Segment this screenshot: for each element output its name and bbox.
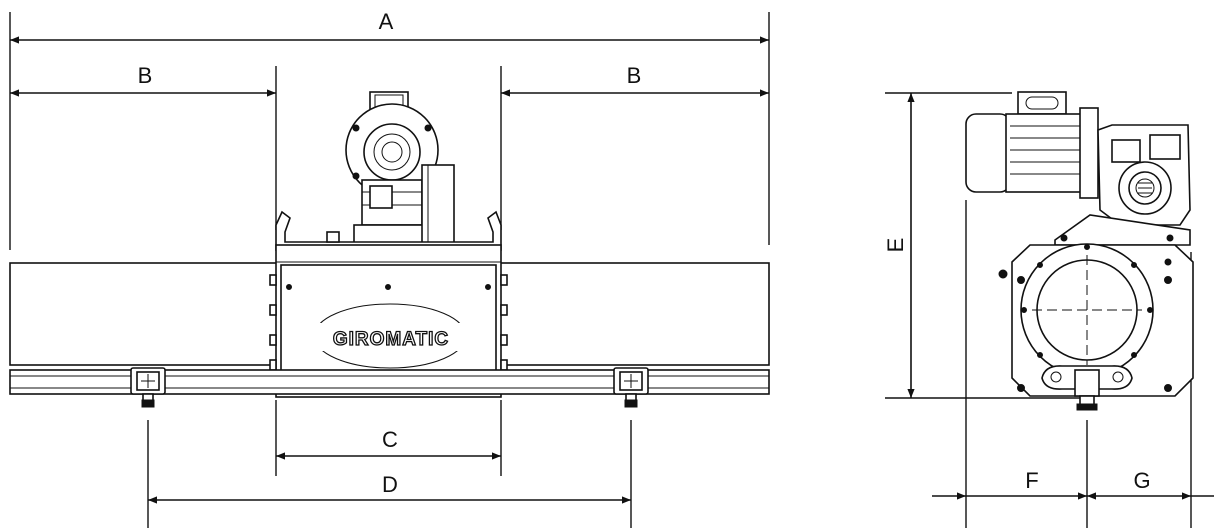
dimension-label-f: F (1025, 468, 1038, 493)
dimension-label-e: E (883, 238, 908, 253)
dimension-label-g: G (1133, 468, 1150, 493)
front-clamp-right (613, 367, 649, 408)
dimension-label-d: D (382, 472, 398, 497)
side-clamp (1041, 365, 1133, 411)
side-gearbox (1097, 124, 1191, 226)
front-clamp-left (130, 367, 166, 408)
front-bottom-rail (9, 369, 770, 395)
giromatic-logo: GIROMATIC (312, 303, 470, 369)
front-gearmotor (345, 91, 455, 266)
side-bracket (1054, 214, 1191, 246)
front-view: A B B C D (9, 9, 770, 528)
dimension-label-b-right: B (627, 63, 642, 88)
side-view: E F G (883, 91, 1214, 528)
side-body (998, 243, 1194, 397)
dimension-label-c: C (382, 427, 398, 452)
dimension-label-a: A (379, 9, 394, 34)
dimension-label-b-left: B (138, 63, 153, 88)
brand-name: GIROMATIC (333, 329, 449, 350)
side-motor (965, 91, 1099, 199)
